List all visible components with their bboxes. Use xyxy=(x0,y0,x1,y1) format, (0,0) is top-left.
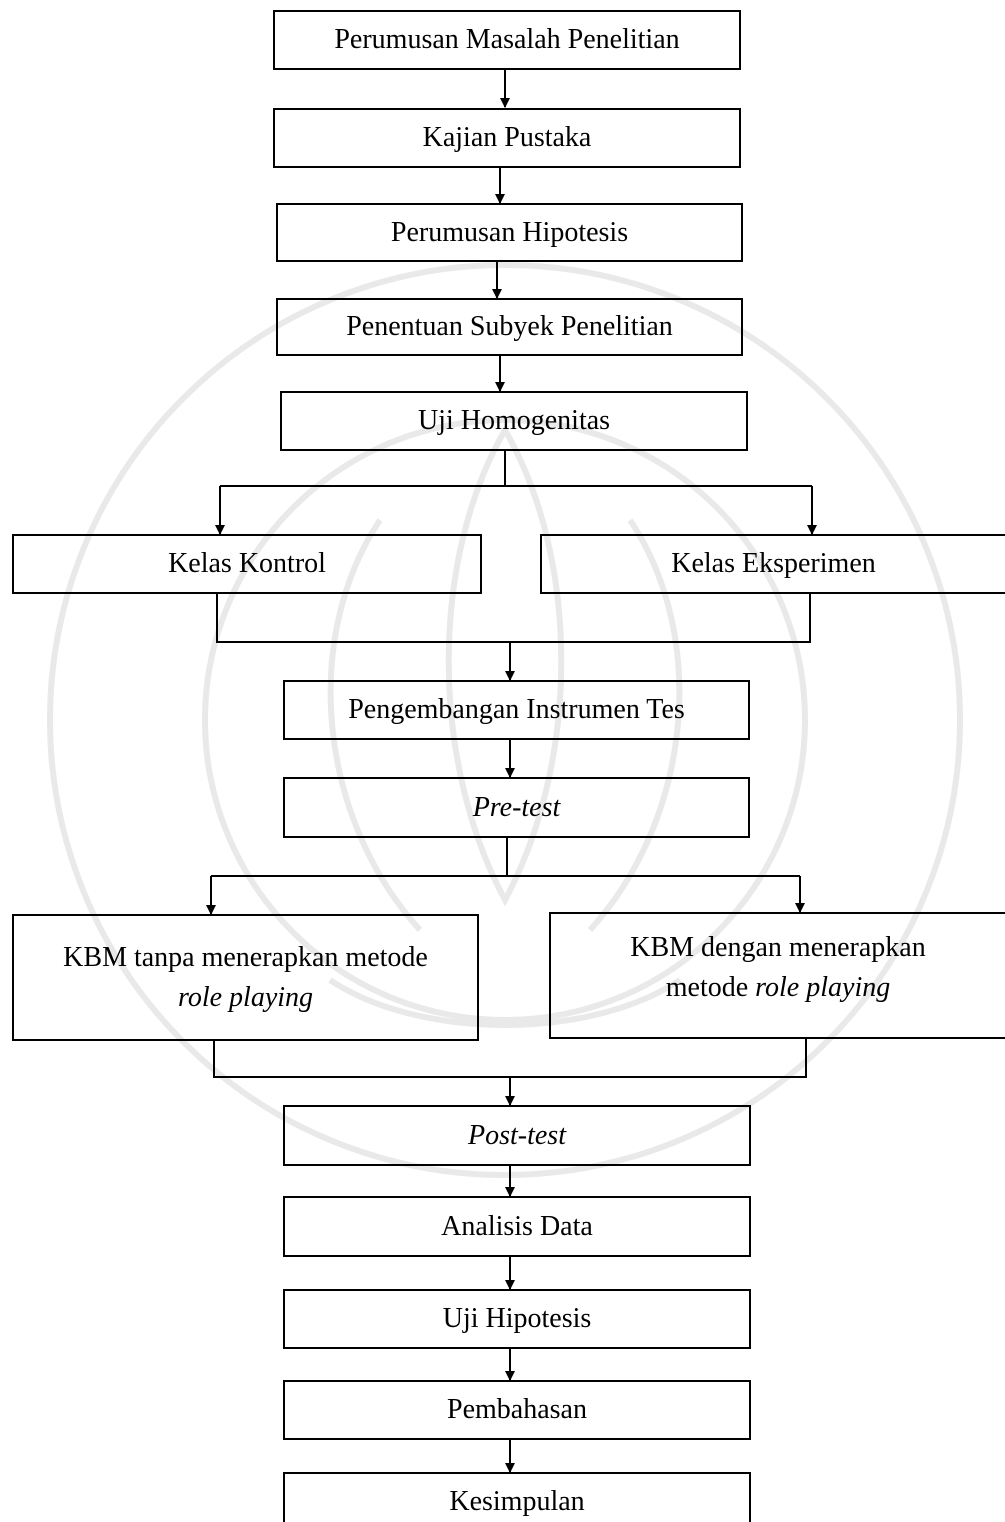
node-pengembangan-instrumen: Pengembangan Instrumen Tes xyxy=(283,680,750,740)
node-label: Kesimpulan xyxy=(449,1486,585,1517)
node-label: Uji Hipotesis xyxy=(442,1303,592,1334)
node-label: Perumusan Hipotesis xyxy=(390,216,629,248)
node-analisis-data: Analisis Data xyxy=(283,1196,751,1257)
node-penentuan-subyek: Penentuan Subyek Penelitian xyxy=(276,298,743,356)
node-kbm-tanpa-role-playing: KBM tanpa menerapkan metode role playing xyxy=(12,914,479,1041)
edge-n5-n6-n7-split xyxy=(220,450,812,487)
node-label: Penentuan Subyek Penelitian xyxy=(346,311,673,342)
node-label-line2-prefix: metode xyxy=(665,972,756,1003)
node-pre-test: Pre-test xyxy=(283,777,750,838)
node-label-line1: KBM dengan menerapkan xyxy=(630,932,926,963)
node-post-test: Post-test xyxy=(283,1105,751,1166)
node-kelas-kontrol: Kelas Kontrol xyxy=(12,534,482,594)
edge-n10-n11-merge xyxy=(213,1038,807,1078)
node-label-line1: KBM tanpa menerapkan metode xyxy=(63,942,428,973)
node-pembahasan: Pembahasan xyxy=(283,1380,751,1440)
edge-n6-n7-merge xyxy=(216,593,811,643)
node-label: Pembahasan xyxy=(447,1394,587,1425)
node-label: Kajian Pustaka xyxy=(422,122,592,153)
node-label: KBM tanpa menerapkan metode role playing xyxy=(63,938,428,1018)
node-label: Uji Homogenitas xyxy=(417,405,611,436)
node-label: Kelas Eksperimen xyxy=(671,548,876,579)
node-kelas-eksperimen: Kelas Eksperimen xyxy=(540,534,1005,594)
node-label-line2: role playing xyxy=(177,982,314,1013)
node-label: KBM dengan menerapkan metode role playin… xyxy=(630,928,925,1008)
node-perumusan-hipotesis: Perumusan Hipotesis xyxy=(276,203,743,262)
node-label: Analisis Data xyxy=(441,1210,593,1242)
node-label: Kelas Kontrol xyxy=(168,548,326,579)
node-label: Pengembangan Instrumen Tes xyxy=(348,694,685,725)
node-label: Perumusan Masalah Penelitian xyxy=(334,24,680,55)
node-label: Post-test xyxy=(468,1119,566,1151)
node-label-line2-italic: role playing xyxy=(755,972,891,1003)
node-uji-hipotesis: Uji Hipotesis xyxy=(283,1289,751,1349)
node-kbm-dengan-role-playing: KBM dengan menerapkan metode role playin… xyxy=(549,912,1005,1039)
node-kesimpulan: Kesimpulan xyxy=(283,1472,751,1522)
node-kajian-pustaka: Kajian Pustaka xyxy=(273,108,741,168)
node-uji-homogenitas: Uji Homogenitas xyxy=(280,391,748,451)
node-label-line2: metode role playing xyxy=(630,968,925,1008)
node-perumusan-masalah: Perumusan Masalah Penelitian xyxy=(273,10,741,70)
node-label: Pre-test xyxy=(472,791,561,823)
edge-n9-n10-n11-split xyxy=(211,837,800,877)
